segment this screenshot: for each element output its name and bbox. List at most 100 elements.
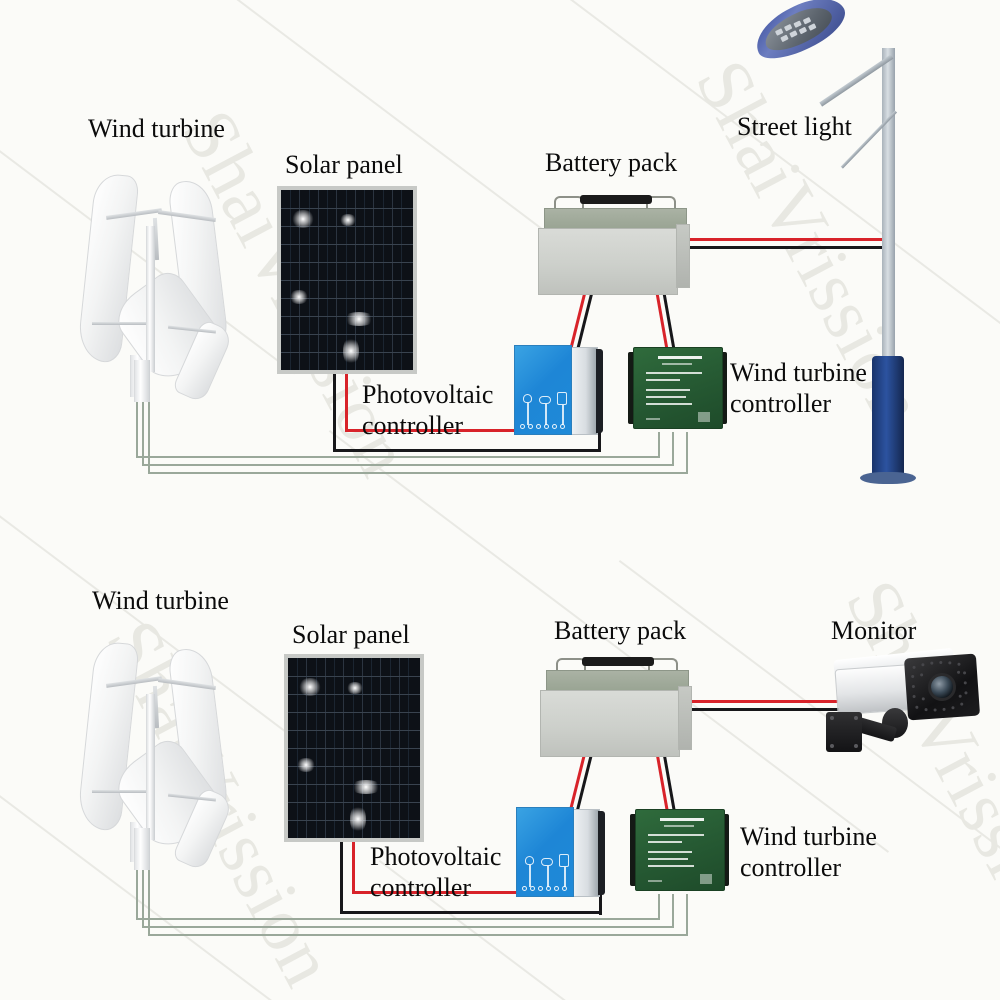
wire-phase-a-run-top <box>136 456 659 458</box>
street-light-system: Wind turbine Solar panel Battery pack St… <box>70 0 940 500</box>
wind-controller-spec-3 <box>646 389 690 391</box>
wind-controller-mark <box>698 412 710 422</box>
turbine-mast-lower <box>134 828 150 870</box>
solar-glint-3 <box>296 758 316 772</box>
wind-controller-brand <box>658 356 702 359</box>
label-wind-turbine-top: Wind turbine <box>88 114 225 143</box>
wind-controller-brand <box>660 818 704 821</box>
wire-phase-c-up-bottom <box>686 894 688 936</box>
label-pv-controller-bottom: Photovoltaic controller <box>370 842 540 903</box>
wire-solar-negative-run-bottom <box>340 911 602 914</box>
battery-top-cover <box>546 670 689 692</box>
wire-phase-a-down-top <box>136 390 138 458</box>
battery-icon-stem <box>564 867 566 887</box>
wind-controller-bottom <box>630 806 730 896</box>
wind-controller-spec-2 <box>648 841 682 843</box>
pv-controller-right-edge <box>598 811 605 895</box>
camera-wall-plate <box>826 712 862 752</box>
solar-panel-top <box>277 186 417 374</box>
solar-glint-5 <box>343 336 359 366</box>
cloud-icon <box>541 858 553 866</box>
battery-handle <box>580 195 652 204</box>
wind-controller-case <box>633 347 723 429</box>
wire-phase-a-up-top <box>658 432 660 458</box>
label-wind-controller-bottom-line1: Wind turbine <box>740 822 877 851</box>
street-light-led-6 <box>789 30 798 38</box>
solar-glint-1 <box>291 210 315 228</box>
label-street-light: Street light <box>737 112 852 141</box>
wire-phase-a-run-bottom <box>136 918 659 920</box>
wire-phase-b-run-bottom <box>142 926 673 928</box>
wind-controller-spec-4 <box>648 858 688 860</box>
street-light-pole <box>882 48 895 368</box>
wind-controller-spec-0 <box>664 825 694 827</box>
street-light-led-4 <box>802 16 812 25</box>
turbine-mast-top <box>146 226 155 372</box>
label-monitor: Monitor <box>831 616 917 645</box>
pv-terminal-4 <box>544 424 549 429</box>
pv-terminal-1 <box>520 424 525 429</box>
wire-phase-a-up-bottom <box>658 894 660 920</box>
label-solar-panel-bottom: Solar panel <box>292 620 410 649</box>
monitor-system: Wind turbine Solar panel Battery pack Mo… <box>0 560 1000 1000</box>
wind-controller-spec-6 <box>646 418 660 420</box>
label-wind-controller-top-line1: Wind turbine <box>730 358 867 387</box>
wind-controller-spec-0 <box>662 363 692 365</box>
turbine-hub-arm-low-left <box>92 322 146 325</box>
wire-solar-positive-top-bottom <box>352 838 355 894</box>
label-pv-controller-top: Photovoltaic controller <box>362 380 532 441</box>
label-wind-turbine-bottom: Wind turbine <box>92 586 229 615</box>
solar-glint-3 <box>289 290 309 304</box>
battery-pack-top <box>538 190 693 295</box>
pv-controller-side-panel <box>568 347 598 435</box>
wind-controller-spec-1 <box>648 834 704 836</box>
solar-glint-2 <box>339 214 357 226</box>
wind-controller-mark <box>700 874 712 884</box>
pv-terminal-5 <box>552 424 557 429</box>
wind-controller-spec-3 <box>648 851 692 853</box>
battery-handle <box>582 657 654 666</box>
label-battery-pack-top: Battery pack <box>545 148 678 177</box>
wire-phase-c-run-bottom <box>148 934 686 936</box>
camera-ir-housing <box>903 653 981 721</box>
battery-icon <box>557 392 567 405</box>
solar-glint-2 <box>346 682 364 694</box>
label-solar-panel-top: Solar panel <box>285 150 403 179</box>
street-light-led-8 <box>808 23 817 31</box>
battery-top-cover <box>544 208 687 230</box>
wire-phase-c-run-top <box>148 472 686 474</box>
wire-phase-b-run-top <box>142 464 673 466</box>
solar-glint-1 <box>298 678 322 696</box>
turbine-mast-top <box>146 694 155 840</box>
pv-terminal-6 <box>560 424 565 429</box>
wire-phase-b-up-bottom <box>672 894 674 928</box>
pv-terminal-3 <box>536 424 541 429</box>
pv-terminal-6 <box>562 886 567 891</box>
wind-controller-spec-5 <box>646 403 692 405</box>
wind-turbine-top <box>70 170 250 404</box>
label-battery-pack-bottom: Battery pack <box>554 616 687 645</box>
wire-solar-negative-run <box>333 449 601 452</box>
label-wind-controller-top: Wind turbine controller <box>730 358 920 419</box>
street-light <box>747 0 940 500</box>
solar-glint-4 <box>350 780 382 794</box>
wind-controller-spec-1 <box>646 372 702 374</box>
bulb-icon <box>523 394 532 403</box>
solar-glint-4 <box>343 312 375 326</box>
pv-terminal-2 <box>528 424 533 429</box>
turbine-hub-arm-low-left <box>92 790 146 793</box>
street-light-led-5 <box>780 34 789 43</box>
battery-body-side <box>678 686 692 750</box>
wind-controller-case <box>635 809 725 891</box>
solar-glint-5 <box>350 804 366 834</box>
street-light-led-2 <box>783 23 793 32</box>
pv-terminal-4 <box>546 886 551 891</box>
cloud-icon-stem <box>545 404 547 425</box>
wire-phase-b-up-top <box>672 432 674 466</box>
battery-icon-stem <box>562 405 564 425</box>
wire-phase-c-up-top <box>686 432 688 474</box>
label-pv-controller-top-line2: controller <box>362 410 464 440</box>
label-wind-controller-top-line2: controller <box>730 388 832 418</box>
label-wind-controller-bottom: Wind turbine controller <box>740 822 930 883</box>
wind-controller-spec-4 <box>646 396 686 398</box>
